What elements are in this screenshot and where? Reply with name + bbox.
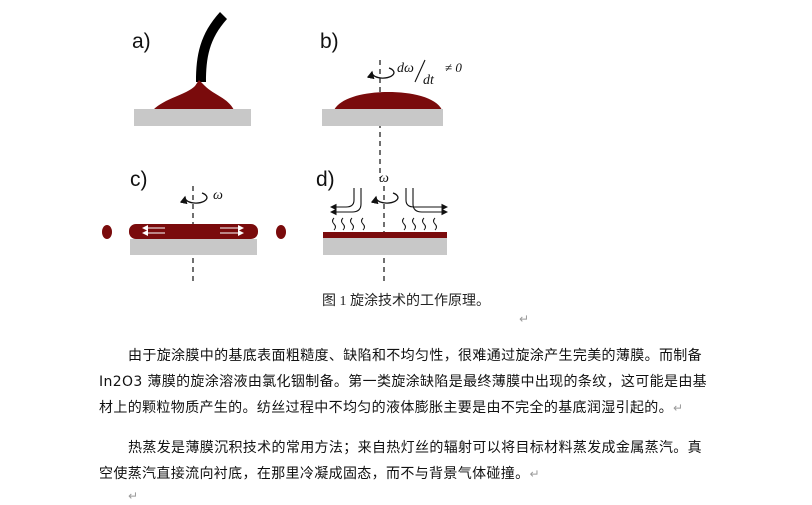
fluid-film-c [129, 224, 258, 239]
substrate-c [130, 239, 257, 255]
rotation-arrow-icon [366, 67, 395, 80]
substrate-d [323, 238, 447, 255]
airflow-arrow [405, 188, 449, 211]
panel-b: b) dω dt ≠ 0 [320, 30, 462, 178]
panel-d-label: d) [316, 168, 335, 191]
paragraph-mark: ↵ [673, 401, 684, 415]
evaporation-wisps [332, 217, 437, 231]
substrate-a [134, 109, 251, 126]
fluid-film-d [323, 232, 447, 238]
b-eq-fraction-slash [414, 59, 426, 83]
figure-caption: 图 1 旋涂技术的工作原理。 [0, 290, 812, 310]
b-eq-relation: ≠ 0 [445, 60, 462, 75]
panel-c-label: c) [130, 168, 148, 191]
panel-d: d) ω [316, 168, 449, 282]
paragraph-mark: ↵ [529, 467, 540, 481]
rotation-arrow-icon [179, 192, 208, 205]
rotation-arrow-icon [370, 192, 399, 205]
airflow-arrow [329, 188, 362, 216]
c-omega-label: ω [213, 188, 223, 203]
ejected-droplet-right [276, 225, 286, 239]
figure-caption-text: 图 1 旋涂技术的工作原理。 [322, 294, 490, 309]
body-paragraph-2: 热蒸发是薄膜沉积技术的常用方法；来自热灯丝的辐射可以将目标材料蒸发成金属蒸汽。真… [99, 435, 713, 487]
paragraph-mark: ↵ [519, 312, 530, 326]
b-eq-numerator: dω [397, 61, 414, 76]
fluid-film-b [334, 92, 442, 110]
panel-c: c) ω [102, 168, 286, 282]
panel-a-label: a) [132, 30, 151, 53]
airflow-arrow [412, 188, 449, 216]
paragraph-1-text: 由于旋涂膜中的基底表面粗糙度、缺陷和不均匀性，很难通过旋涂产生完美的薄膜。而制备… [99, 348, 708, 416]
dispenser-nozzle [196, 12, 227, 82]
paragraph-2-text: 热蒸发是薄膜沉积技术的常用方法；来自热灯丝的辐射可以将目标材料蒸发成金属蒸汽。真… [99, 440, 702, 482]
panel-b-label: b) [320, 30, 339, 53]
body-paragraph-1: 由于旋涂膜中的基底表面粗糙度、缺陷和不均匀性，很难通过旋涂产生完美的薄膜。而制备… [99, 343, 713, 421]
substrate-b [322, 109, 443, 126]
empty-paragraph-mark: ↵ [128, 489, 139, 503]
panel-a: a) [132, 12, 251, 126]
airflow-arrow [329, 188, 355, 211]
ejected-droplet-left [102, 225, 112, 239]
dispensed-fluid-drop [153, 80, 234, 110]
b-eq-denominator: dt [423, 73, 435, 88]
d-omega-label: ω [379, 171, 389, 186]
spin-coating-figure: a) b) dω dt ≠ 0 c) ω d) ω [102, 12, 462, 282]
